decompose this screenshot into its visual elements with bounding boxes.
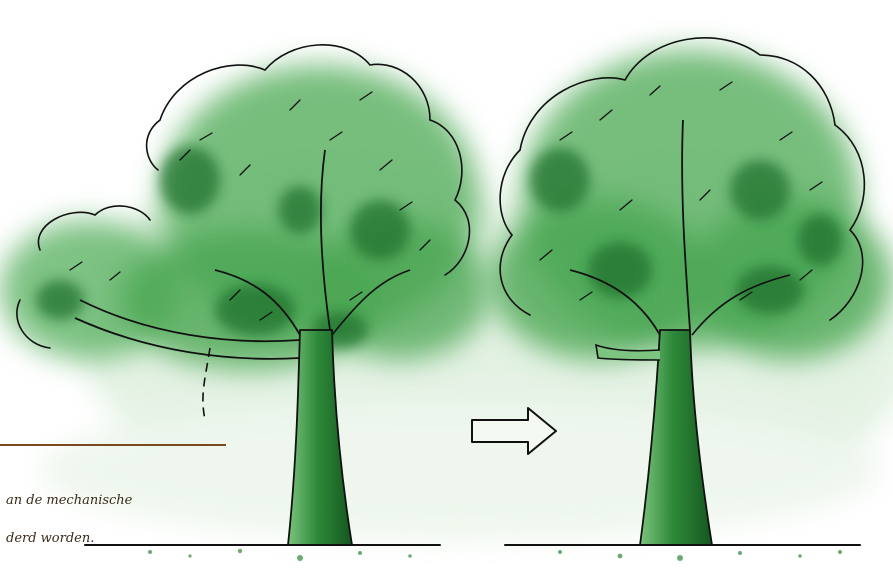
tree-after-canopy [490,38,890,360]
caption-rule [0,444,226,446]
caption-text: an de mechanische derd worden. [6,472,206,567]
ground-speckles [148,549,842,561]
caption-line-1: an de mechanische [6,491,206,510]
tree-before-canopy [0,45,490,370]
caption-line-2: derd worden. [6,529,206,548]
